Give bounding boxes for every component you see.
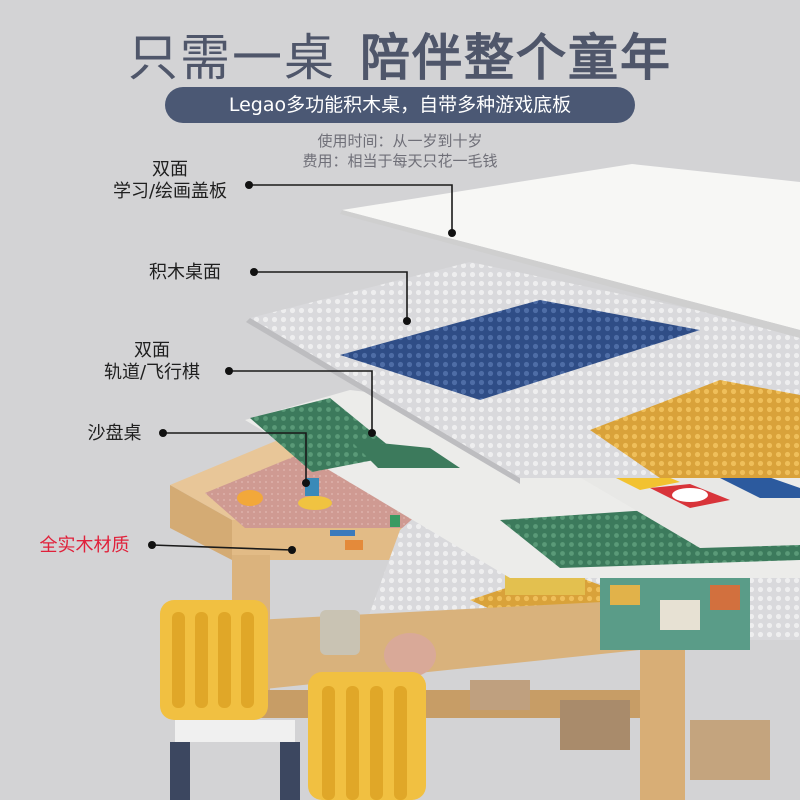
title-part2: 陪伴整个童年	[360, 29, 672, 87]
label-bricks: 积木桌面	[149, 262, 221, 283]
label-cover: 双面 学习/绘画盖板	[95, 159, 245, 203]
label-cover-line2: 学习/绘画盖板	[112, 181, 228, 202]
label-track-line2: 轨道/飞行棋	[103, 362, 201, 383]
kids-chairs	[160, 600, 426, 800]
label-cover-line1: 双面	[152, 159, 188, 180]
callout-lines	[151, 184, 453, 551]
cover-board	[340, 164, 800, 338]
usage-time-text: 使用时间：从一岁到十岁	[317, 132, 483, 150]
title-part1: 只需一桌	[128, 29, 336, 87]
feature-banner: Legao多功能积木桌，自带多种游戏底板	[165, 87, 635, 123]
page-title: 只需一桌陪伴整个童年	[0, 18, 800, 90]
label-track-line1: 双面	[134, 340, 170, 361]
brick-baseplate	[246, 262, 800, 484]
callout-dots	[148, 181, 456, 554]
label-sand: 沙盘桌	[87, 423, 142, 444]
cost-text: 费用：相当于每天只花一毛钱	[302, 152, 498, 170]
label-solid-wood: 全实木材质	[39, 535, 130, 556]
label-track: 双面 轨道/飞行棋	[82, 340, 222, 384]
